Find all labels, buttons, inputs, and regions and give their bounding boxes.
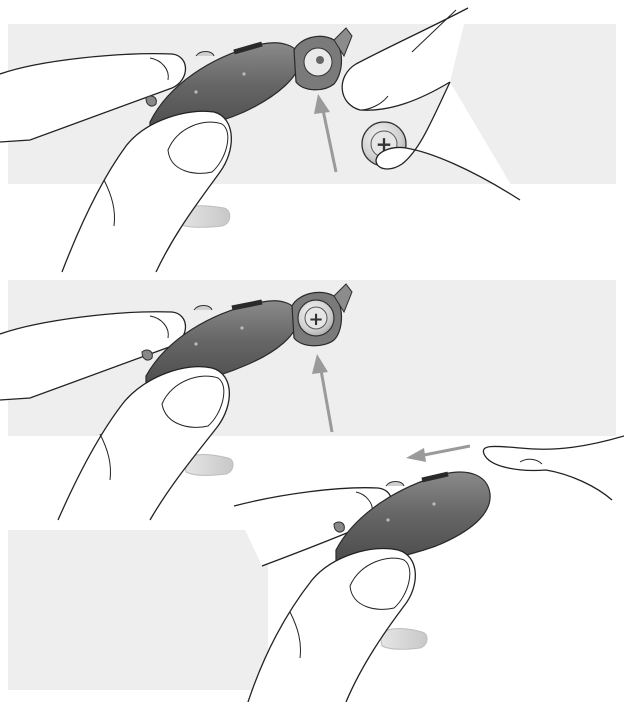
step-3-right-finger: [483, 436, 624, 500]
plus-icon: +: [308, 309, 323, 330]
step-1-panel: +: [0, 8, 616, 272]
step-3-background: [8, 530, 268, 690]
step-2-panel: +: [0, 280, 616, 520]
left-arrow-icon: [406, 446, 470, 462]
step-2-battery: +: [298, 300, 334, 336]
step-3-tube: [380, 629, 427, 650]
